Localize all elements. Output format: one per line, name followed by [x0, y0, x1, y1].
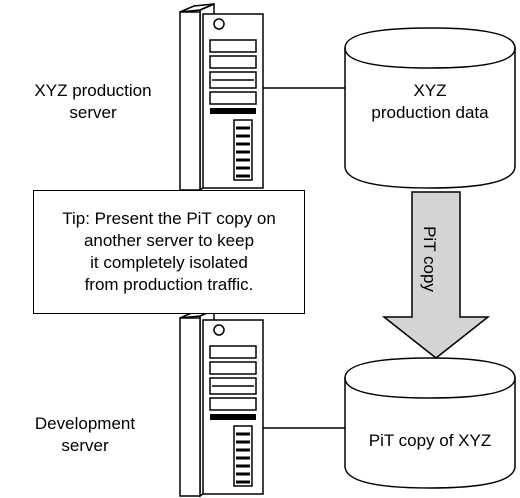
pit-copy-database-label: PiT copy of XYZ: [368, 431, 492, 450]
production-database-icon: [344, 27, 516, 189]
production-server-icon: [178, 2, 265, 192]
pit-copy-arrow-label: PiT copy: [420, 226, 439, 292]
pit-copy-arrow: [381, 191, 491, 359]
pit-copy-database-icon: [344, 357, 516, 489]
development-server-icon: [178, 308, 265, 498]
